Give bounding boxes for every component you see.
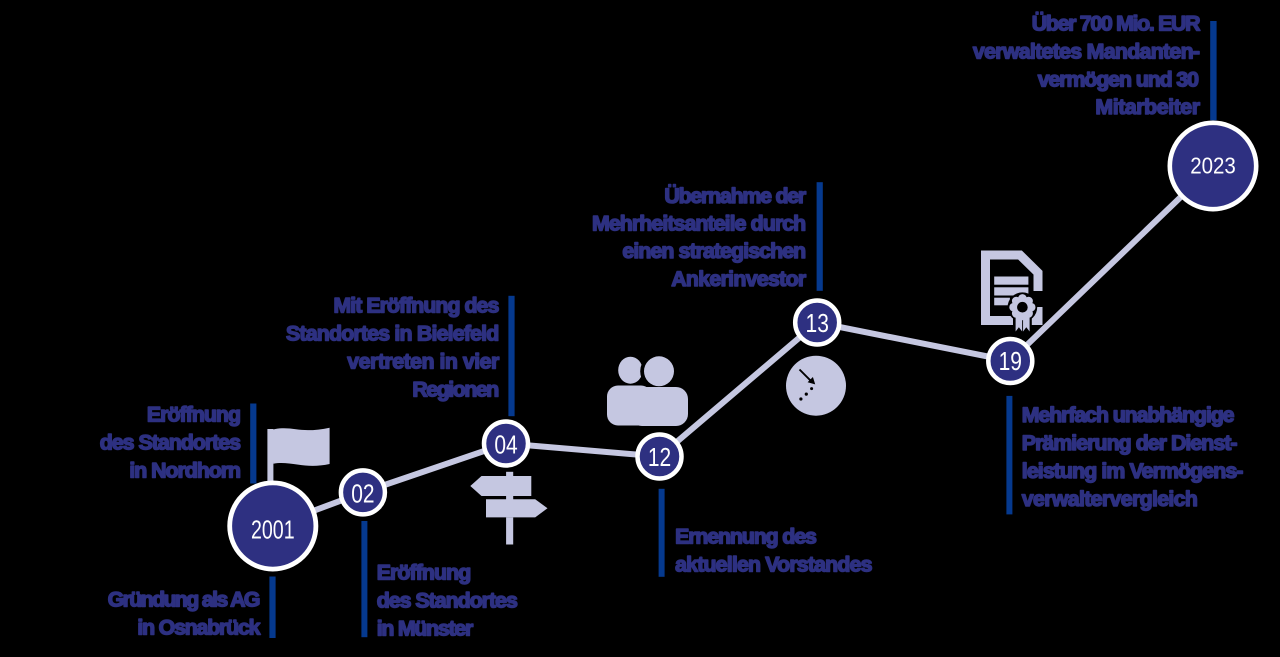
- svg-text:Ernennung des: Ernennung des: [675, 525, 817, 549]
- svg-text:2001: 2001: [251, 515, 295, 544]
- svg-text:Mehrfach unabhängige: Mehrfach unabhängige: [1022, 403, 1235, 427]
- svg-text:Mehrheitsanteile durch: Mehrheitsanteile durch: [592, 212, 806, 236]
- svg-text:einen strategischen: einen strategischen: [622, 239, 806, 263]
- svg-text:04: 04: [494, 431, 517, 459]
- svg-text:Über 700 Mio. EUR: Über 700 Mio. EUR: [1032, 11, 1201, 36]
- svg-text:Regionen: Regionen: [412, 378, 499, 402]
- svg-text:02: 02: [351, 480, 374, 508]
- svg-text:Übernahme der: Übernahme der: [664, 183, 806, 208]
- svg-text:in Nordhorn: in Nordhorn: [129, 459, 241, 483]
- svg-text:vertreten in vier: vertreten in vier: [347, 350, 499, 374]
- svg-text:vermögen und 30: vermögen und 30: [1038, 68, 1199, 92]
- svg-text:Eröffnung: Eröffnung: [377, 561, 472, 585]
- svg-text:des Standortes: des Standortes: [100, 431, 241, 455]
- svg-text:Prämierung der Dienst-: Prämierung der Dienst-: [1022, 431, 1238, 455]
- svg-text:des Standortes: des Standortes: [377, 589, 518, 613]
- svg-text:aktuellen Vorstandes: aktuellen Vorstandes: [675, 553, 872, 577]
- svg-text:13: 13: [806, 309, 829, 337]
- svg-text:Eröffnung: Eröffnung: [147, 403, 241, 427]
- svg-text:verwaltetes Mandanten-: verwaltetes Mandanten-: [973, 40, 1200, 64]
- svg-text:Mitarbeiter: Mitarbeiter: [1095, 95, 1200, 119]
- svg-text:12: 12: [648, 443, 671, 471]
- svg-text:verwaltervergleich: verwaltervergleich: [1022, 487, 1198, 511]
- svg-text:Ankerinvestor: Ankerinvestor: [671, 267, 806, 291]
- svg-text:Mit Eröffnung des: Mit Eröffnung des: [334, 294, 500, 318]
- svg-text:Standortes in Bielefeld: Standortes in Bielefeld: [286, 322, 499, 346]
- svg-text:in Osnabrück: in Osnabrück: [137, 616, 260, 640]
- svg-text:2023: 2023: [1190, 152, 1236, 179]
- svg-text:leistung im Vermögens-: leistung im Vermögens-: [1022, 459, 1244, 483]
- svg-text:19: 19: [999, 347, 1022, 375]
- svg-text:Gründung als AG: Gründung als AG: [108, 588, 261, 612]
- svg-text:in Münster: in Münster: [377, 617, 474, 641]
